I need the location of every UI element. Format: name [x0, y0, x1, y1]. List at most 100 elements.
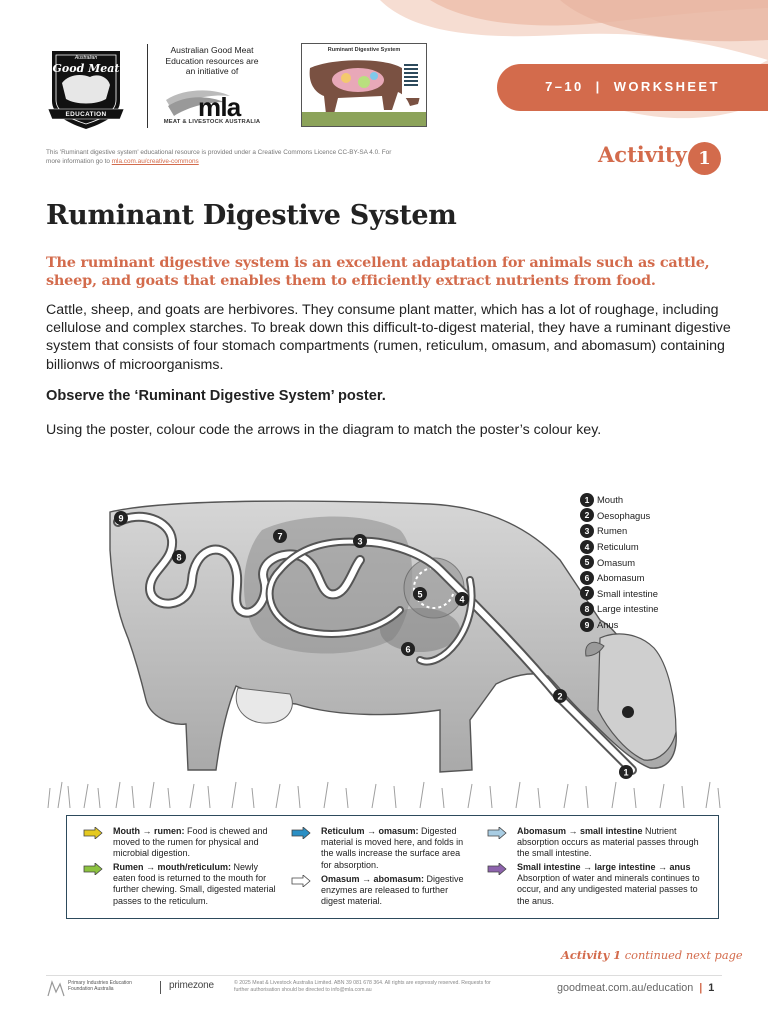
poster-thumbnail-title: Ruminant Digestive System: [327, 47, 401, 53]
label-text: Rumen: [597, 525, 628, 537]
svg-text:5: 5: [417, 590, 422, 600]
key-item-intestine-anus: Small intestine → large intestine → anus…: [517, 862, 700, 906]
label-number: 5: [580, 555, 594, 570]
lead-paragraph: The ruminant digestive system is an exce…: [46, 254, 710, 289]
mla-full-name: MEAT & LIVESTOCK AUSTRALIA: [163, 119, 261, 125]
label-text: Mouth: [597, 494, 624, 506]
label-number: 9: [580, 617, 594, 632]
label-text: Small intestine: [597, 587, 658, 599]
white-arrow-icon: [291, 875, 311, 887]
label-text: Anus: [597, 619, 619, 631]
initiative-text: Australian Good Meat Education resources…: [165, 45, 259, 76]
observe-heading: Observe the ‘Ruminant Digestive System’ …: [46, 388, 386, 404]
page-number: 1: [708, 982, 715, 994]
cow-ear: [585, 641, 605, 657]
blue-arrow-icon: [291, 827, 311, 839]
logo-script-word: Australian: [74, 55, 98, 61]
footer-site: goodmeat.com.au/education | 1: [557, 982, 714, 994]
label-number: 1: [580, 492, 594, 507]
svg-text:6: 6: [405, 645, 410, 655]
site-url[interactable]: goodmeat.com.au/education: [557, 982, 694, 994]
key-item-mouth-rumen: Mouth → rumen: Food is chewed and moved …: [113, 826, 268, 859]
good-meat-education-logo: [47, 51, 125, 129]
logo-bottom-word: EDUCATION: [65, 111, 107, 118]
colour-key: Mouth → rumen: Food is chewed and moved …: [66, 815, 719, 919]
label-number: 7: [580, 586, 594, 601]
light-blue-arrow-icon: [487, 827, 507, 839]
marker-4: 4: [455, 592, 469, 606]
key-item-abomasum-small-intestine: Abomasum → small intestine Nutrient abso…: [517, 826, 699, 859]
footer-separator: [160, 981, 161, 994]
pief-logo-icon: [47, 980, 65, 997]
footer-rule: [46, 975, 722, 976]
mla-wordmark: mla: [198, 92, 241, 122]
marker-2: 2: [553, 689, 567, 703]
footer-pipe: |: [696, 982, 706, 994]
marker-7: 7: [273, 529, 287, 543]
ruminant-diagram: 1 2 3 4 5 6 7 8 9: [47, 500, 721, 809]
pief-text: Primary Industries Education Foundation …: [68, 980, 132, 992]
svg-text:4: 4: [459, 595, 464, 605]
primezone-logo: primezone: [169, 980, 214, 991]
mla-logo: [166, 90, 230, 116]
cow-udder: [235, 687, 293, 724]
label-number: 3: [580, 523, 594, 538]
activity-label: Activity: [598, 142, 687, 167]
purple-arrow-icon: [487, 863, 507, 875]
marker-6: 6: [401, 642, 415, 656]
marker-8: 8: [172, 550, 186, 564]
activity-number-badge: 1: [688, 142, 721, 175]
key-item-rumen-mouth: Rumen → mouth/reticulum: Newly eaten foo…: [113, 862, 276, 906]
licence-link[interactable]: mla.com.au/creative-commons: [111, 157, 199, 165]
label-text: Omasum: [597, 556, 636, 568]
marker-3: 3: [353, 534, 367, 548]
licence-text: This 'Ruminant digestive system' educati…: [46, 149, 392, 165]
svg-text:9: 9: [118, 514, 123, 524]
licence-note: This 'Ruminant digestive system' educati…: [46, 149, 406, 166]
key-item-omasum-abomasum: Omasum → abomasum: Digestive enzymes are…: [321, 874, 464, 907]
svg-text:2: 2: [557, 692, 562, 702]
svg-text:1: 1: [623, 768, 628, 778]
abomasum-region: [380, 608, 460, 652]
label-text: Reticulum: [597, 541, 639, 553]
marker-1: 1: [619, 765, 633, 779]
label-text: Oesophagus: [597, 509, 651, 521]
logo-top-word: Good Meat: [52, 62, 120, 75]
svg-text:3: 3: [357, 537, 362, 547]
instruction-text: Using the poster, colour code the arrows…: [46, 422, 602, 438]
label-number: 8: [580, 601, 594, 616]
cow-head: [597, 633, 677, 761]
svg-text:8: 8: [176, 553, 181, 563]
page-title: Ruminant Digestive System: [46, 200, 457, 231]
marker-5: 5: [413, 587, 427, 601]
yellow-arrow-icon: [83, 827, 103, 839]
poster-thumbnail: Ruminant Digestive System: [301, 43, 427, 127]
label-number: 4: [580, 539, 594, 554]
header-divider: [147, 44, 148, 128]
label-number: 2: [580, 508, 594, 523]
green-arrow-icon: [83, 863, 103, 875]
worksheet-label: 7–10 | WORKSHEET: [545, 79, 720, 94]
key-item-reticulum-omasum: Reticulum → omasum: Digested material is…: [321, 826, 464, 870]
body-paragraph: Cattle, sheep, and goats are herbivores.…: [46, 302, 731, 373]
label-number: 6: [580, 570, 594, 585]
poster-cow-illustration: [302, 60, 426, 126]
worksheet-banner: 7–10 | WORKSHEET: [497, 64, 768, 111]
label-text: Abomasum: [597, 572, 645, 584]
marker-9: 9: [114, 511, 128, 525]
continued-note: Activity 1 continued next page: [561, 948, 743, 962]
copyright-text: © 2025 Meat & Livestock Australia Limite…: [234, 980, 491, 993]
svg-text:7: 7: [277, 532, 282, 542]
label-text: Large intestine: [597, 603, 659, 615]
grass: [47, 781, 721, 809]
